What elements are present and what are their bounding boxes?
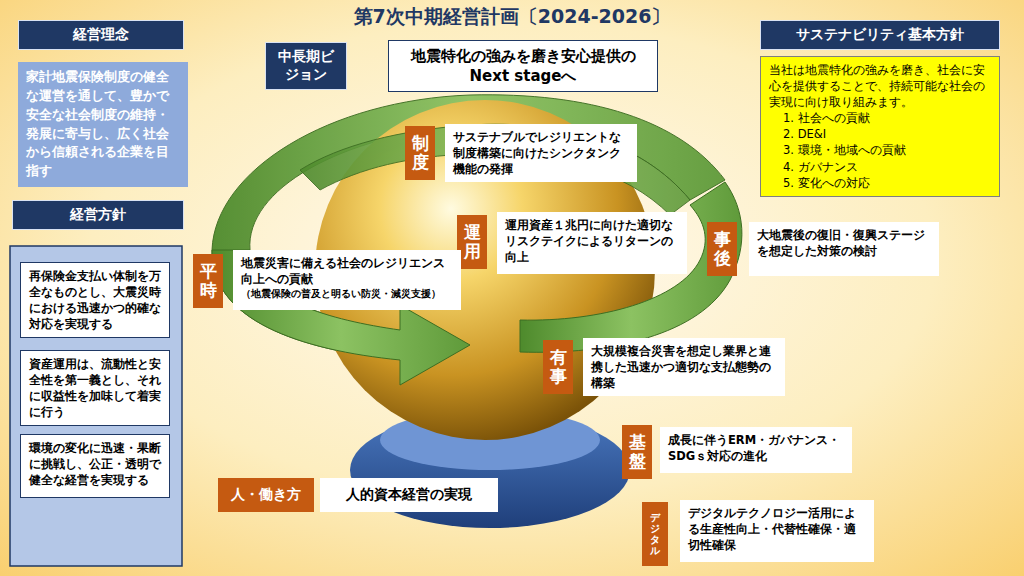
box-subtext: 2. DE&I bbox=[769, 126, 991, 142]
box-subtext: 3. 環境・地域への貢献 bbox=[769, 142, 991, 158]
box-text: 家計地震保険制度の健全な運営を通して、豊かで安全な社会制度の維持・発展に寄与し、… bbox=[26, 68, 180, 181]
strategy-box: 地震災害に備える社会のレジリエンス向上への貢献（地震保険の普及と明るい防災・減災… bbox=[233, 250, 461, 310]
box-text: 再保険金支払い体制を万全なものとし、大震災時における迅速かつ的確な対応を実現する bbox=[29, 268, 161, 332]
box-text: 環境の変化に迅速・果断に挑戦し、公正・透明で健全な経営を実現する bbox=[29, 440, 161, 488]
box-text: 運用 bbox=[464, 223, 481, 260]
category-tag: 基盤 bbox=[622, 425, 652, 479]
sustainability-box: 当社は地震特化の強みを磨き、社会に安心を提供することで、持続可能な社会の実現に向… bbox=[760, 56, 1000, 197]
strategy-box: 運用資産１兆円に向けた適切なリスクテイクによるリターンの向上 bbox=[497, 212, 687, 274]
category-tag: 平時 bbox=[193, 254, 223, 308]
box-text: 基盤 bbox=[629, 433, 646, 470]
philosophy-box: 家計地震保険制度の健全な運営を通して、豊かで安全な社会制度の維持・発展に寄与し、… bbox=[18, 62, 188, 187]
box-text: 人的資本経営の実現 bbox=[346, 486, 472, 504]
section-header: 経営理念 bbox=[18, 20, 184, 50]
box-text: 地震災害に備える社会のレジリエンス向上への貢献 bbox=[241, 255, 453, 287]
category-tag: 事後 bbox=[707, 222, 737, 276]
box-text: 有事 bbox=[550, 348, 567, 385]
box-text: 大規模複合災害を想定し業界と連携した迅速かつ適切な支払態勢の構築 bbox=[591, 343, 777, 391]
cycle-arrow-head bbox=[212, 250, 470, 385]
strategy-box: 成長に伴うERM・ガバナンス・SDGｓ対応の進化 bbox=[660, 427, 852, 473]
strategy-box: 大規模複合災害を想定し業界と連携した迅速かつ適切な支払態勢の構築 bbox=[583, 338, 785, 396]
box-text: 人・働き方 bbox=[231, 486, 301, 504]
policy-box: 再保険金支払い体制を万全なものとし、大震災時における迅速かつ的確な対応を実現する bbox=[20, 262, 170, 338]
box-text: 地震特化の強みを磨き安心提供の Next stageへ bbox=[397, 46, 649, 87]
title-text: 第7次中期経営計画〔2024-2026〕 bbox=[354, 5, 671, 27]
policy-panel bbox=[10, 246, 182, 566]
box-text: デジタルテクノロジー活用による生産性向上・代替性確保・適切性確保 bbox=[688, 505, 866, 553]
box-text: 成長に伴うERM・ガバナンス・SDGｓ対応の進化 bbox=[668, 432, 844, 464]
category-tag: 人・働き方 bbox=[218, 478, 314, 512]
box-text: 経営方針 bbox=[70, 206, 126, 224]
box-subtext: （地震保険の普及と明るい防災・減災支援） bbox=[241, 287, 453, 301]
vision-header: 中長期ビジョン bbox=[265, 42, 347, 90]
vision-box: 地震特化の強みを磨き安心提供の Next stageへ bbox=[388, 40, 658, 92]
box-text: 平時 bbox=[200, 262, 217, 299]
box-text: 大地震後の復旧・復興ステージを想定した対策の検討 bbox=[757, 227, 931, 259]
policy-box: 環境の変化に迅速・果断に挑戦し、公正・透明で健全な経営を実現する bbox=[20, 434, 170, 498]
box-text: 運用資産１兆円に向けた適切なリスクテイクによるリターンの向上 bbox=[505, 217, 679, 265]
box-subtext: 4. ガバナンス bbox=[769, 159, 991, 175]
box-text: 経営理念 bbox=[73, 26, 129, 44]
category-tag: 制度 bbox=[405, 126, 435, 180]
box-subtext: 5. 変化への対応 bbox=[769, 175, 991, 191]
section-header: 経営方針 bbox=[12, 200, 184, 230]
box-text: 資産運用は、流動性と安全性を第一義とし、それに収益性を加味して着実に行う bbox=[29, 356, 161, 420]
box-text: デジタル bbox=[650, 512, 660, 556]
category-tag: デジタル bbox=[642, 502, 668, 566]
box-text: 中長期ビジョン bbox=[272, 48, 340, 84]
section-header: サステナビリティ基本方針 bbox=[760, 20, 1000, 50]
box-text: 制度 bbox=[412, 134, 429, 171]
policy-box: 資産運用は、流動性と安全性を第一義とし、それに収益性を加味して着実に行う bbox=[20, 350, 170, 426]
box-text: 当社は地震特化の強みを磨き、社会に安心を提供することで、持続可能な社会の実現に向… bbox=[769, 62, 991, 110]
strategy-box: 人的資本経営の実現 bbox=[320, 478, 498, 512]
cycle-arrow-back bbox=[300, 124, 690, 215]
strategy-box: 大地震後の復旧・復興ステージを想定した対策の検討 bbox=[749, 222, 939, 276]
box-subtext: 1. 社会への貢献 bbox=[769, 110, 991, 126]
strategy-box: デジタルテクノロジー活用による生産性向上・代替性確保・適切性確保 bbox=[680, 500, 874, 562]
strategy-box: サステナブルでレジリエントな制度構築に向けたシンクタンク機能の発揮 bbox=[445, 124, 637, 182]
category-tag: 有事 bbox=[543, 340, 573, 394]
box-text: サステナブルでレジリエントな制度構築に向けたシンクタンク機能の発揮 bbox=[453, 129, 629, 177]
category-tag: 運用 bbox=[457, 215, 487, 269]
box-text: 事後 bbox=[714, 230, 731, 267]
box-text: サステナビリティ基本方針 bbox=[796, 26, 964, 44]
